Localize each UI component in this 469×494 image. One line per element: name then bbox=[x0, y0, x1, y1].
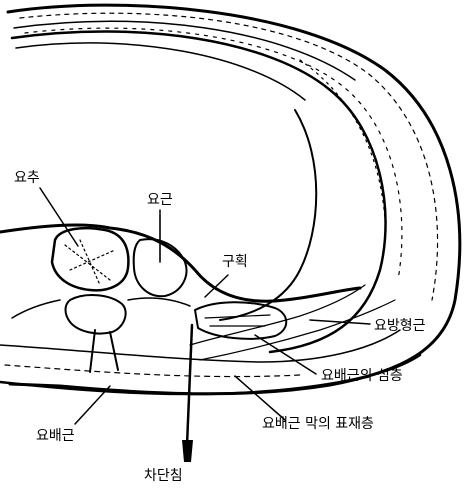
label-erector-deep: 요배근의 심층 bbox=[321, 368, 403, 384]
label-blocking-needle: 차단침 bbox=[144, 468, 183, 484]
label-psoas: 요근 bbox=[147, 192, 173, 208]
label-erector-superficial: 요배근 막의 표재층 bbox=[262, 416, 374, 432]
label-fissure: 구획 bbox=[222, 254, 248, 270]
vertebra-shape bbox=[12, 228, 190, 372]
label-erector-spinae: 요배근 bbox=[36, 428, 75, 444]
label-lumbar-vertebra: 요추 bbox=[14, 170, 40, 186]
quadratus-muscle bbox=[195, 302, 286, 339]
label-quadratus-lumborum: 요방형근 bbox=[374, 318, 426, 334]
